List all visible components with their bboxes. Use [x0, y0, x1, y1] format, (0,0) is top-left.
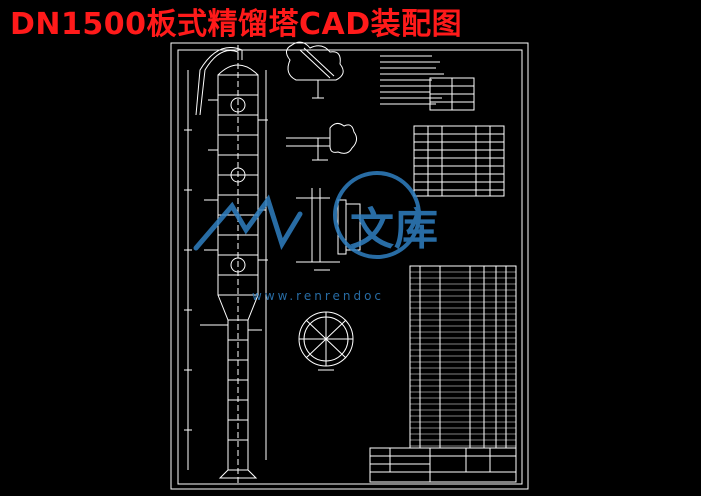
title-block	[369, 447, 517, 483]
parts-list-rows	[410, 271, 516, 447]
drawing-frame	[170, 42, 529, 490]
page-title: DN1500板式精馏塔CAD装配图	[10, 7, 463, 42]
tower-elevation	[184, 45, 268, 485]
parts-list	[409, 265, 517, 449]
tray-plan	[298, 311, 354, 371]
watermark-brand: 文库	[350, 204, 438, 255]
nozzle-detail	[286, 41, 344, 99]
watermark-url: www.renrendoc	[252, 289, 384, 303]
flange-detail	[286, 122, 358, 161]
technical-table	[429, 77, 475, 111]
watermark-figure-icon	[193, 194, 303, 251]
watermark: 文库 www.renrendoc	[193, 171, 438, 303]
watermark-logo-icon	[333, 171, 421, 259]
technical-notes	[380, 55, 444, 105]
nozzle-table	[413, 125, 505, 197]
